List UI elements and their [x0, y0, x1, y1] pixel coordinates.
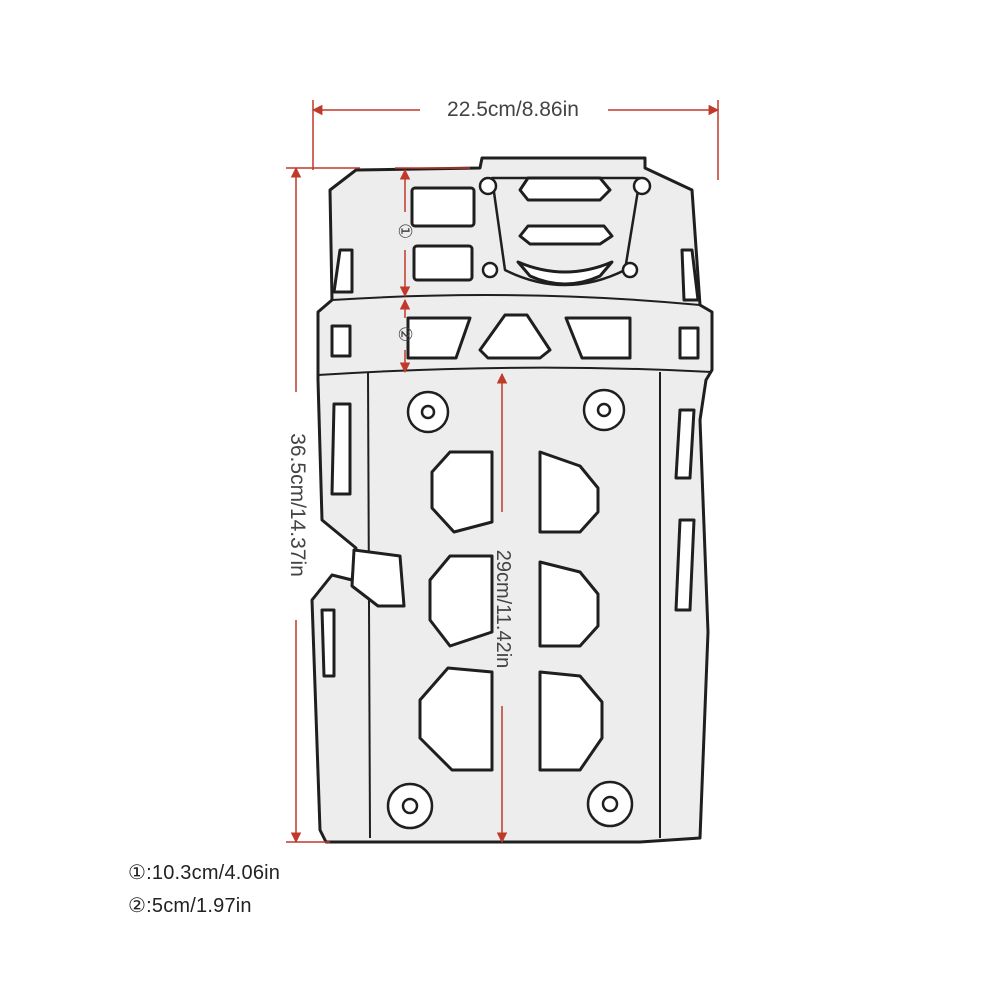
cutout: [430, 450, 494, 534]
cutout: [674, 408, 696, 480]
cutouts: [320, 176, 700, 772]
bend-line-middle: [317, 366, 713, 376]
cutout: [330, 402, 352, 496]
skid-plate: [310, 156, 714, 844]
hole: [596, 402, 612, 418]
bend-line-left: [367, 371, 371, 839]
cutout: [518, 176, 612, 202]
hole: [601, 795, 619, 813]
cutout: [478, 313, 552, 360]
cutout: [678, 326, 700, 360]
bolt: [621, 261, 639, 279]
note-marker: ①: [128, 862, 147, 884]
bend-line-upper: [331, 294, 701, 306]
note-text: :10.3cm/4.06in: [146, 862, 281, 884]
hole: [401, 797, 419, 815]
callout-2-marker: ②: [395, 326, 415, 342]
bolt: [632, 176, 652, 196]
cutout: [680, 248, 700, 302]
bolt: [478, 176, 498, 196]
cutout: [406, 316, 472, 360]
cutout: [674, 518, 696, 612]
dimension-lines: [286, 100, 720, 844]
hole: [420, 404, 436, 420]
cutout: [518, 224, 614, 246]
mounting-holes: [386, 176, 652, 830]
cutout: [350, 548, 406, 608]
cutout: [320, 608, 336, 678]
cutout: [564, 316, 632, 360]
width-label: 22.5cm/8.86in: [447, 98, 579, 121]
inner-length-label: 29cm/11.42in: [492, 550, 514, 669]
cutout: [538, 670, 604, 772]
cutout: [538, 560, 600, 648]
cutout: [412, 244, 474, 282]
cutout: [332, 248, 354, 294]
cutout: [330, 324, 352, 358]
cutout: [410, 186, 476, 228]
bolt: [481, 261, 499, 279]
note-callout-1: ①:10.3cm/4.06in: [128, 860, 280, 885]
note-callout-2: ②:5cm/1.97in: [128, 893, 252, 918]
height-label: 36.5cm/14.37in: [286, 433, 309, 577]
cutout: [516, 260, 614, 286]
callout-1-marker: ①: [395, 223, 415, 239]
cutout: [538, 450, 600, 534]
cutout: [418, 666, 494, 772]
note-marker: ②: [128, 895, 147, 917]
cutout: [428, 554, 494, 648]
note-text: :5cm/1.97in: [146, 895, 252, 917]
